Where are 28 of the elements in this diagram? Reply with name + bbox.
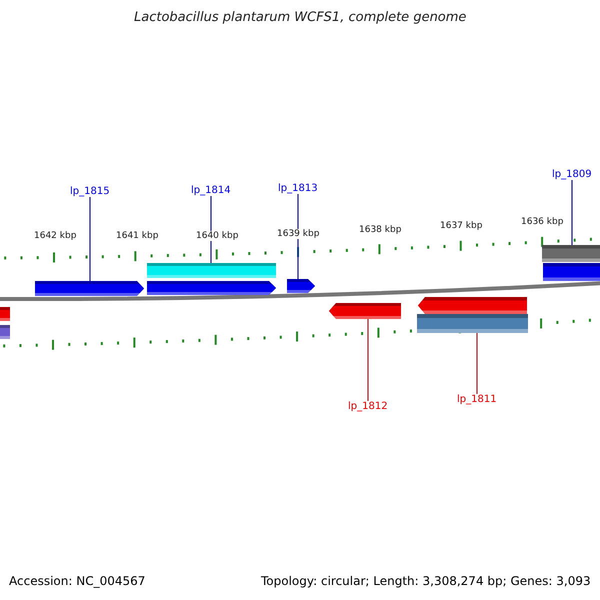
gene-bar — [542, 245, 600, 262]
gene-label: lp_1814 — [191, 185, 231, 196]
gene-bar — [147, 263, 276, 278]
gene-feature — [418, 297, 527, 314]
gene-bar — [417, 314, 528, 333]
scale-label: 1641 kbp — [115, 231, 160, 241]
scale-label: 1638 kbp — [358, 225, 402, 235]
gene-label: lp_1813 — [278, 183, 318, 194]
scale-label: 1637 kbp — [439, 221, 484, 231]
gene-label: lp_1812 — [348, 401, 388, 412]
scale-label: 1642 kbp — [33, 231, 78, 241]
gene-feature — [147, 281, 276, 295]
gene-feature — [287, 279, 315, 293]
gene-feature — [329, 303, 401, 319]
scale-label: 1640 kbp — [195, 231, 240, 241]
genome-summary: Topology: circular; Length: 3,308,274 bp; Genes: 3,093 — [261, 574, 591, 588]
gene-label: lp_1815 — [70, 186, 110, 197]
scale-label: 1636 kbp — [520, 217, 564, 227]
title: Lactobacillus plantarum WCFS1, complete genome — [134, 10, 466, 25]
gene-label: lp_1809 — [552, 169, 592, 180]
scale-label: 1639 kbp — [276, 229, 320, 239]
gene-feature — [35, 281, 144, 296]
gene-label: lp_1811 — [457, 394, 497, 405]
gene-bar — [0, 325, 10, 339]
accession-text: Accession: NC_004567 — [9, 574, 146, 588]
gene-bar — [0, 307, 10, 321]
leader-line — [476, 332, 478, 394]
gene-bar — [543, 263, 600, 281]
